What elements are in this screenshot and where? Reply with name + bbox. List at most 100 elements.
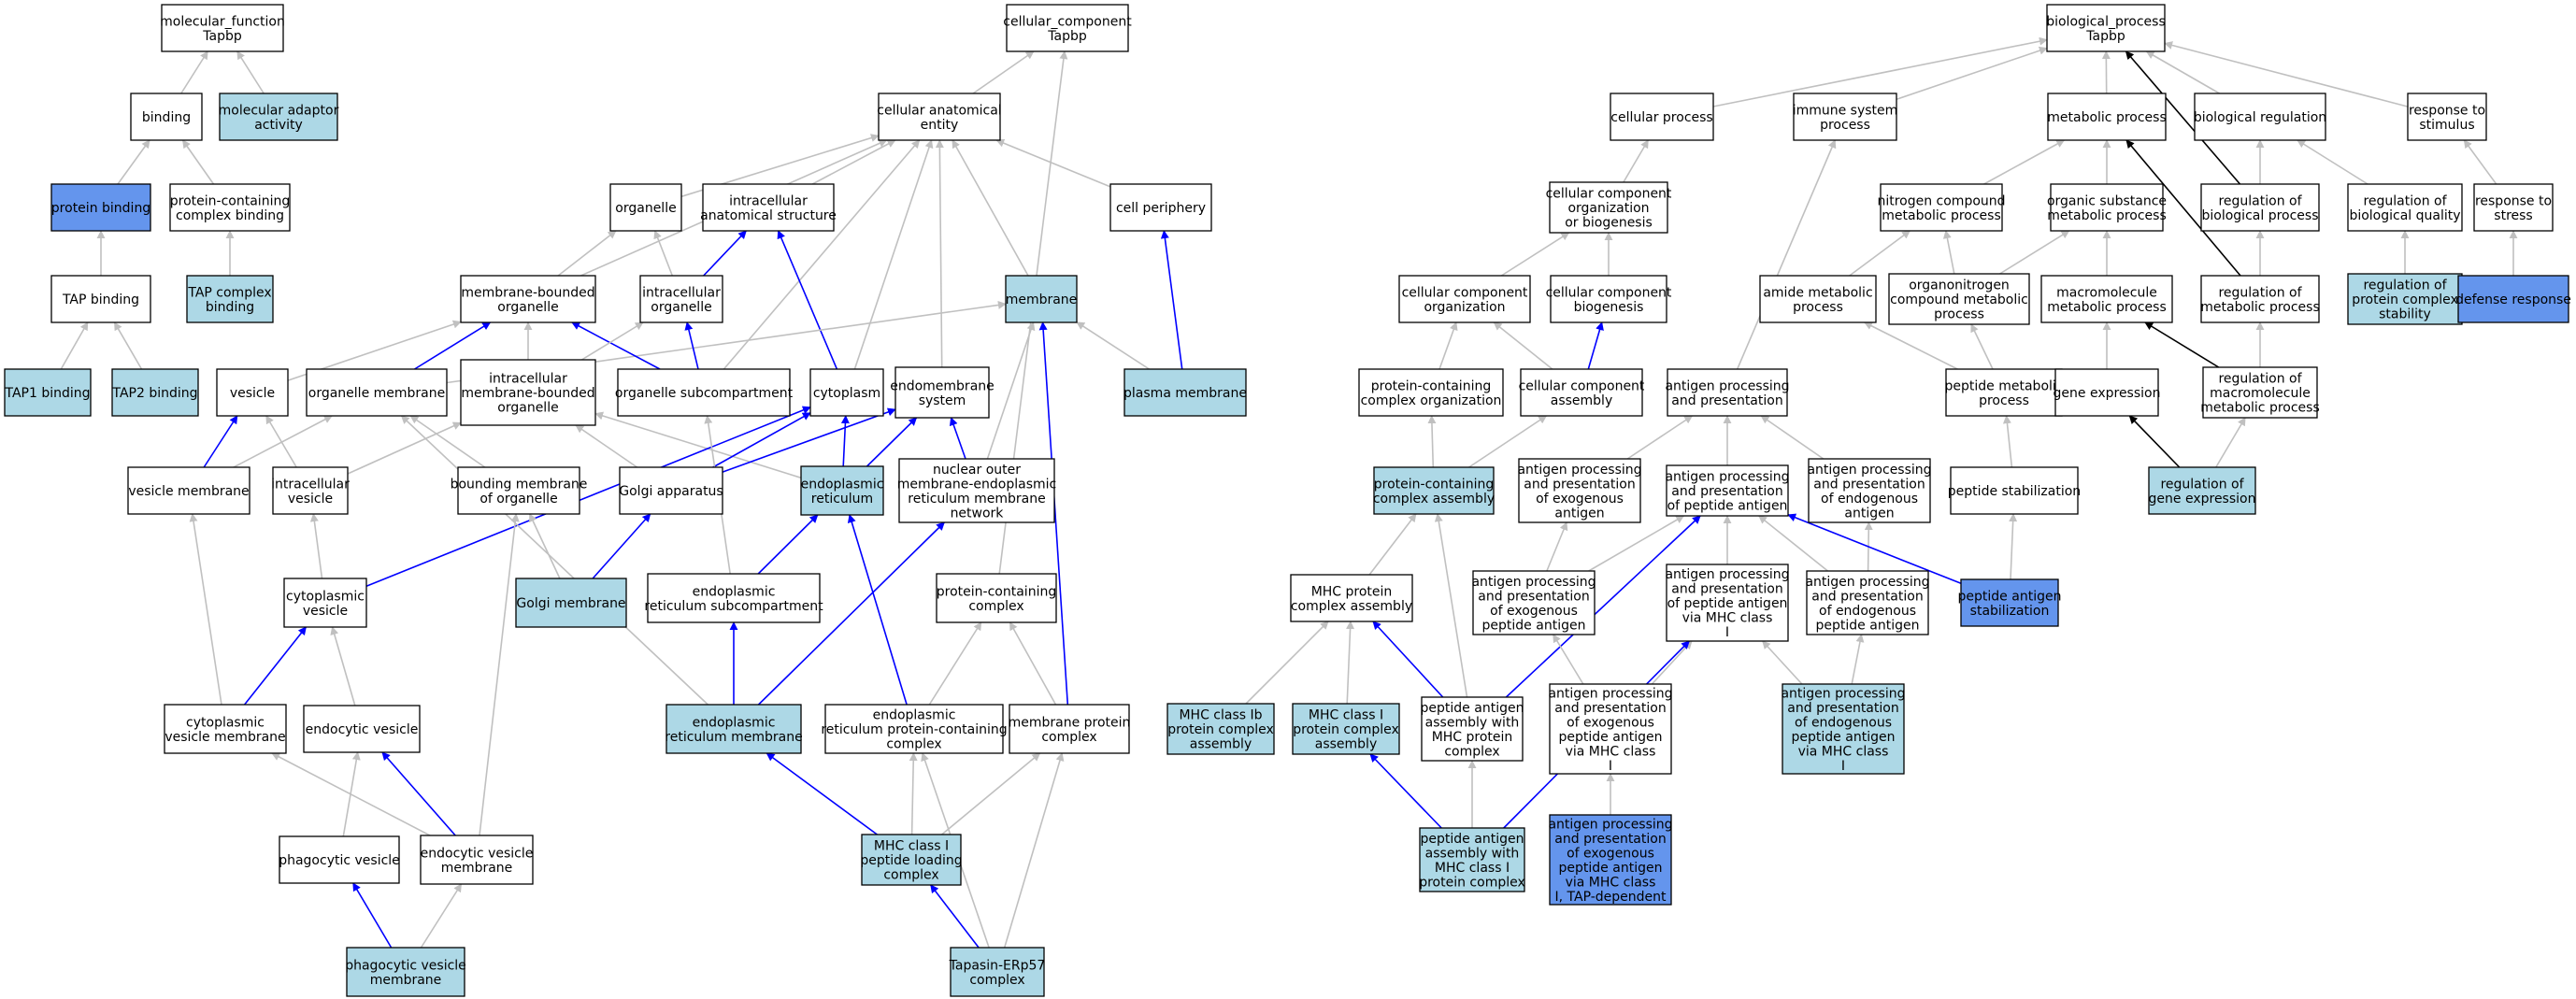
go-term-node-golgimem[interactable]: Golgi membrane [515,578,627,628]
go-term-node-membrane[interactable]: membrane [1005,275,1078,323]
edge-line [2128,415,2181,468]
go-term-node-binding[interactable]: binding [130,93,203,141]
node-box [279,835,400,884]
node-label-line: immune system [1793,103,1898,118]
go-term-node-pepstab[interactable]: peptide stabilization [1948,466,2081,515]
node-box [164,704,287,754]
go-term-node-cellproc[interactable]: cellular process [1610,93,1714,141]
go-term-node-orgmem[interactable]: organelle membrane [306,368,448,417]
go-term-node-cytoplasm[interactable]: cytoplasm [809,368,884,417]
go-term-node-metab[interactable]: metabolic process [2047,93,2167,141]
node-label-line: phagocytic vesicle [279,853,400,868]
edge-binding-to-mf [180,50,208,94]
go-term-node-endoves[interactable]: endocytic vesicle [303,705,421,753]
go-term-node-tap1[interactable]: TAP1 binding [4,368,92,417]
go-term-node-phagoves[interactable]: phagocytic vesicle [279,835,400,884]
node-label-line: intracellular [489,372,567,387]
go-term-node-bioreg[interactable]: biological regulation [2194,93,2326,141]
go-term-node-tap2[interactable]: TAP2 binding [111,368,199,417]
go-term-node-vesicle[interactable]: vesicle [216,368,289,417]
go-term-node-protbind[interactable]: protein binding [50,183,151,232]
go-term-node-vesmem[interactable]: vesicle membrane [127,466,250,515]
go-term-node-orgsub[interactable]: organelle subcompartment [615,368,794,417]
node-box [609,183,682,232]
go-term-node-defresp[interactable]: defense response [2455,275,2571,323]
go-term-node-golgi[interactable]: Golgi apparatus [619,466,723,515]
node-box [639,275,723,323]
node-box [665,704,802,754]
go-term-node-tapbind[interactable]: TAP binding [50,275,151,323]
go-term-node-nucouter[interactable]: nuclear outermembrane-endoplasmicreticul… [897,458,1056,523]
go-term-node-plasmamem[interactable]: plasma membrane [1123,368,1247,417]
go-term-node-cellper[interactable]: cell periphery [1109,183,1212,232]
go-term-node-organelle[interactable]: organelle [609,183,682,232]
node-label-line: regulation of [2218,193,2302,208]
node-box [2347,183,2463,232]
go-term-node-geneexp[interactable]: gene expression [2054,368,2161,417]
